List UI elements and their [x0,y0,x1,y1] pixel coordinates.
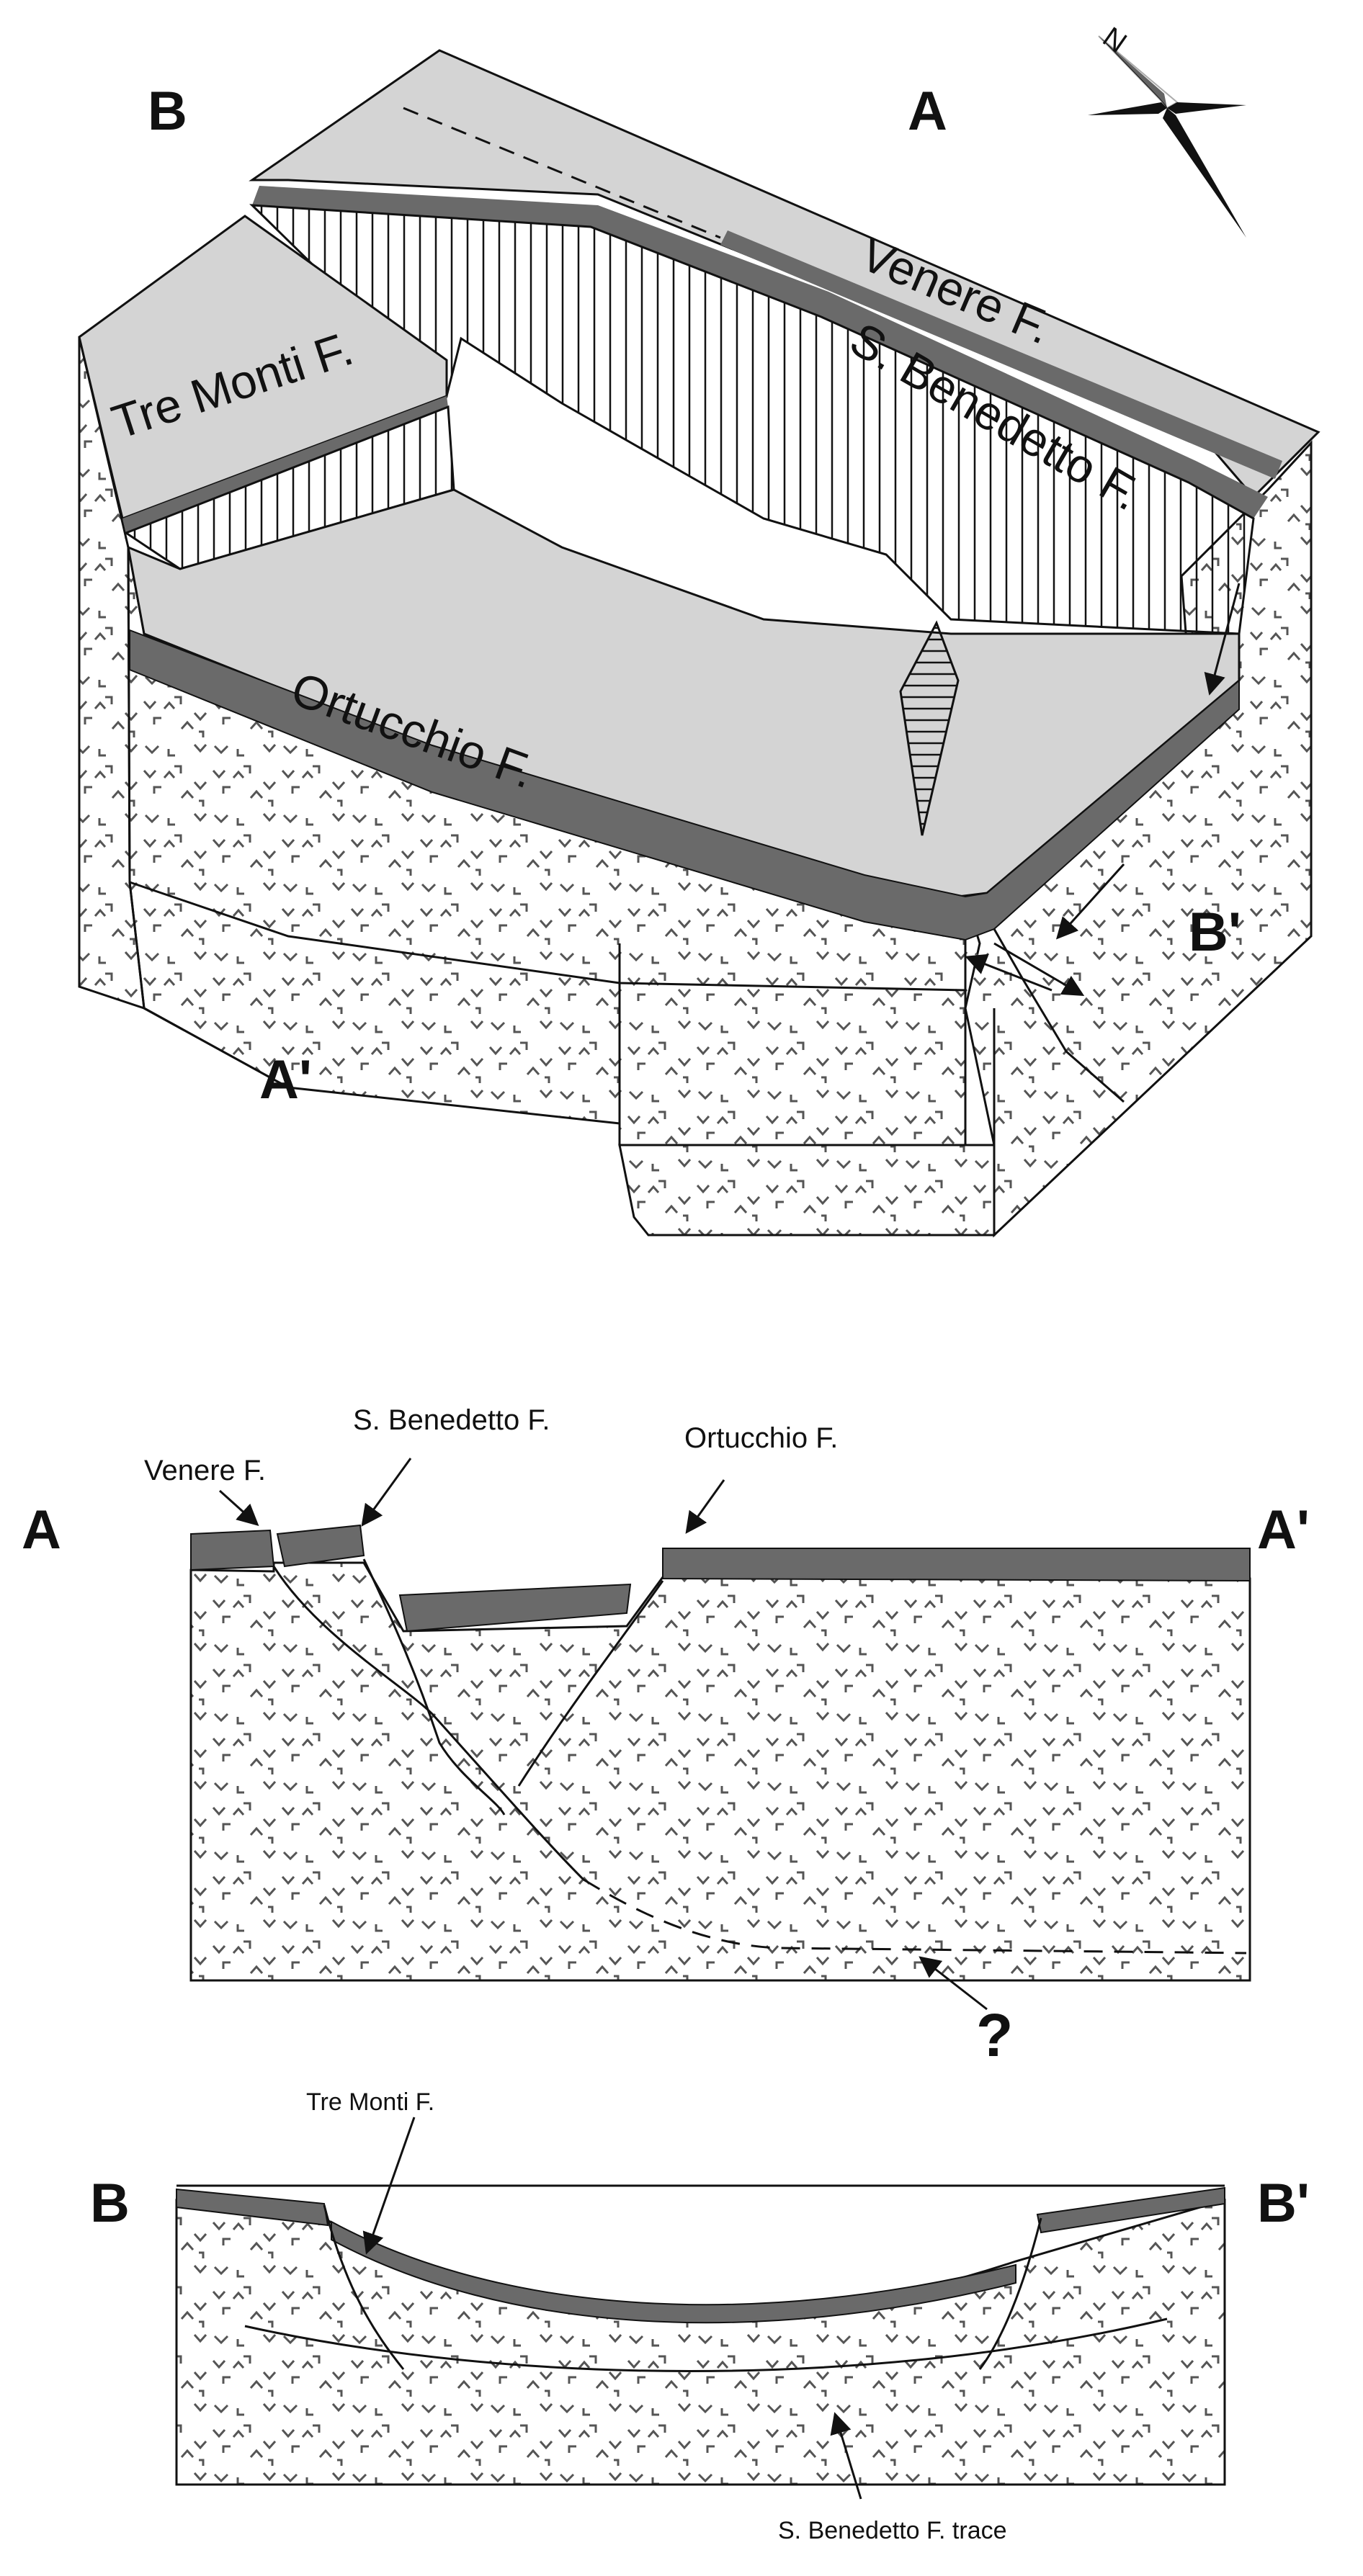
north-arrow-icon: N [1088,21,1246,238]
section-a-bed-ortucchio [662,1548,1251,1582]
block-diagram: Venere F. S. Benedetto F. Tre Monti F. O… [78,21,1320,1238]
section-a-bed-basin [398,1583,632,1633]
minor-scarp [899,620,960,836]
section-a-bed-venere [190,1529,275,1571]
block-label-a: A [908,81,947,142]
section-a-ortucchio-label: Ortucchio F. [684,1422,838,1454]
tre-monti-fault-band [122,396,448,533]
block-lower-front [618,1144,996,1237]
section-a-s-benedetto-label: S. Benedetto F. [353,1404,550,1436]
cross-section-a: Venere F. S. Benedetto F. Ortucchio F. ?… [22,1404,1310,2069]
s-benedetto-scarp [249,204,1255,635]
section-a-venere-label: Venere F. [144,1455,266,1486]
section-b-bed-basin [331,2220,1016,2324]
section-a-question-mark: ? [976,2001,1013,2069]
block-label-b-prime: B' [1189,902,1241,963]
section-a-right-label: A' [1257,1499,1310,1561]
ortucchio-fault-band [129,629,1240,941]
venere-fault-band [720,230,1282,479]
section-b-right-label: B' [1257,2173,1310,2234]
cross-section-b: Tre Monti F. S. Benedetto F. trace B B' [90,2088,1310,2544]
block-label-a-prime: A' [259,1049,312,1110]
section-a-left-label: A [22,1499,61,1561]
section-b-bed-left [176,2188,329,2227]
section-b-tre-monti-label: Tre Monti F. [306,2088,434,2116]
tre-monti-block [78,215,448,521]
section-a-body [189,1561,1251,1982]
block-label-b: B [148,81,187,142]
section-a-bed-s-benedetto [276,1524,365,1568]
north-label: N [1097,21,1132,59]
section-b-left-label: B [90,2173,130,2234]
section-b-trace-label: S. Benedetto F. trace [778,2517,1007,2544]
